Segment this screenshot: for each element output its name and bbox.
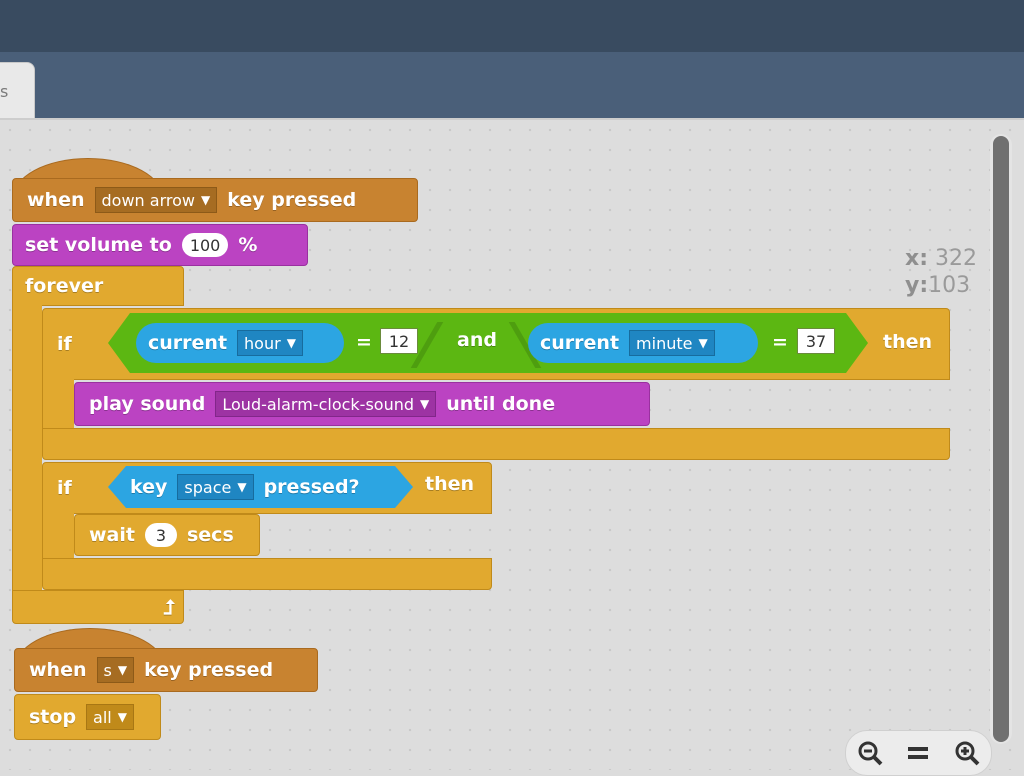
wait-input[interactable]: 3 bbox=[144, 523, 177, 547]
tab-scripts[interactable] bbox=[0, 62, 35, 123]
zoom-controls bbox=[845, 730, 992, 776]
stop-block[interactable]: stop all ▼ bbox=[14, 694, 161, 740]
dropdown-arrow-icon: ▼ bbox=[200, 193, 211, 207]
dropdown-arrow-icon: ▼ bbox=[420, 397, 430, 411]
stop-dropdown-value: all bbox=[93, 707, 112, 727]
current-hour-reporter[interactable]: current hour ▼ bbox=[136, 323, 344, 363]
minute-value-input[interactable]: 37 bbox=[797, 328, 835, 354]
volume-input[interactable]: 100 bbox=[181, 233, 229, 257]
sound-dropdown-value: Loud-alarm-clock-sound bbox=[222, 394, 415, 414]
dropdown-arrow-icon: ▼ bbox=[698, 336, 708, 350]
zoom-in-icon[interactable] bbox=[951, 737, 983, 769]
forever-arm bbox=[12, 305, 42, 595]
loop-arrow-icon: ⮥ bbox=[163, 595, 175, 619]
until-done-label: until done bbox=[446, 393, 556, 415]
x-value: 322 bbox=[935, 246, 977, 271]
vertical-scrollbar-thumb[interactable] bbox=[993, 136, 1009, 742]
tab-scripts-label: s bbox=[0, 82, 9, 101]
current-label: current bbox=[148, 332, 228, 354]
if-label: if bbox=[57, 333, 72, 355]
if-arm bbox=[42, 512, 74, 562]
wait-block[interactable]: wait 3 secs bbox=[74, 514, 260, 556]
dropdown-arrow-icon: ▼ bbox=[117, 663, 128, 677]
if-label: if bbox=[57, 477, 72, 499]
dropdown-arrow-icon: ▼ bbox=[117, 710, 127, 724]
top-menu-bar bbox=[0, 0, 1024, 52]
wait-label: wait bbox=[89, 524, 135, 546]
hour-dropdown[interactable]: hour ▼ bbox=[237, 330, 303, 356]
y-label: y: bbox=[905, 273, 929, 298]
equals-sign: = bbox=[356, 331, 372, 353]
hour-dropdown-value: hour bbox=[244, 333, 281, 353]
x-label: x: bbox=[905, 246, 928, 271]
space-dropdown[interactable]: space ▼ bbox=[177, 474, 253, 500]
set-volume-block[interactable]: set volume to 100 % bbox=[12, 224, 308, 266]
zoom-reset-icon[interactable] bbox=[902, 737, 934, 769]
sound-dropdown[interactable]: Loud-alarm-clock-sound ▼ bbox=[215, 391, 437, 417]
and-label: and bbox=[457, 329, 497, 351]
forever-block[interactable]: forever bbox=[12, 266, 184, 306]
current-minute-reporter[interactable]: current minute ▼ bbox=[528, 323, 758, 363]
equals-sign: = bbox=[772, 331, 788, 353]
key-dropdown[interactable]: down arrow ▼ bbox=[94, 187, 218, 213]
play-sound-label: play sound bbox=[89, 393, 206, 415]
then-label: then bbox=[425, 473, 475, 495]
when-label: when bbox=[27, 189, 85, 211]
when-key-pressed-block[interactable]: when down arrow ▼ key pressed bbox=[12, 178, 418, 222]
key-pressed-label: key pressed bbox=[144, 659, 274, 681]
key-pressed-sensing-block[interactable]: key space ▼ pressed? bbox=[108, 466, 413, 508]
key-dropdown-value: down arrow bbox=[101, 190, 195, 210]
forever-bottom: ⮥ bbox=[12, 590, 184, 624]
secs-label: secs bbox=[186, 524, 234, 546]
dropdown-arrow-icon: ▼ bbox=[286, 336, 296, 350]
then-label: then bbox=[883, 331, 933, 353]
key-dropdown-value: s bbox=[103, 660, 112, 680]
if-bottom bbox=[42, 558, 492, 590]
key-label: key bbox=[130, 476, 168, 498]
pressed-label: pressed? bbox=[263, 476, 360, 498]
when-label: when bbox=[29, 659, 87, 681]
space-dropdown-value: space bbox=[184, 477, 232, 497]
zoom-out-icon[interactable] bbox=[854, 737, 886, 769]
sprite-coordinates: x: 322 y:103 bbox=[905, 245, 977, 299]
stop-label: stop bbox=[29, 706, 77, 728]
tab-bar bbox=[0, 52, 1024, 118]
stop-dropdown[interactable]: all ▼ bbox=[86, 704, 134, 730]
minute-dropdown-value: minute bbox=[636, 333, 693, 353]
dropdown-arrow-icon: ▼ bbox=[237, 480, 247, 494]
when-s-key-pressed-block[interactable]: when s ▼ key pressed bbox=[14, 648, 318, 692]
if-bottom bbox=[42, 428, 950, 460]
key-dropdown[interactable]: s ▼ bbox=[96, 657, 135, 683]
if-arm bbox=[42, 378, 74, 430]
percent-label: % bbox=[238, 234, 258, 256]
play-sound-block[interactable]: play sound Loud-alarm-clock-sound ▼ unti… bbox=[74, 382, 650, 426]
key-pressed-label: key pressed bbox=[227, 189, 357, 211]
set-volume-label: set volume to bbox=[25, 234, 172, 256]
hour-value-input[interactable]: 12 bbox=[380, 328, 418, 354]
forever-label: forever bbox=[25, 275, 104, 297]
current-label: current bbox=[540, 332, 620, 354]
y-value: 103 bbox=[928, 273, 971, 298]
minute-dropdown[interactable]: minute ▼ bbox=[629, 330, 715, 356]
